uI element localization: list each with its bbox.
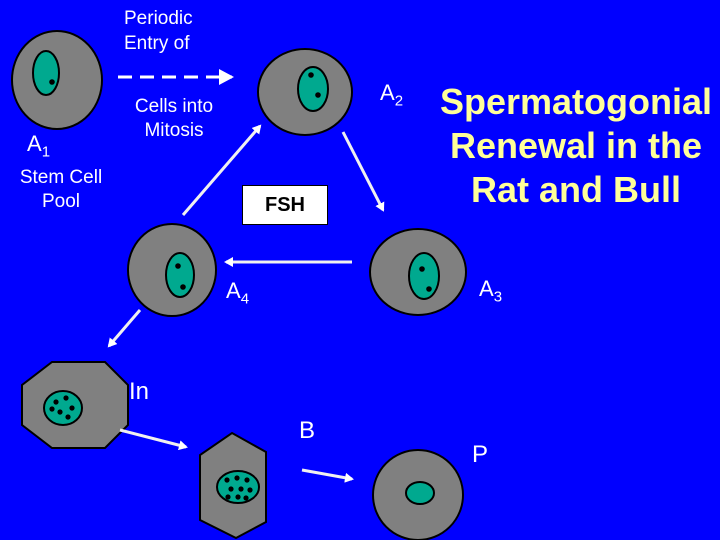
- p-cell: [372, 449, 464, 540]
- fsh-label: FSH: [265, 193, 305, 216]
- b-cell: [199, 431, 267, 540]
- in-nucleus: [43, 390, 83, 426]
- a4-cell: [127, 223, 217, 317]
- periodic-entry-arrowhead: [219, 69, 234, 85]
- arrow-in-to-b: [119, 428, 188, 451]
- a1-label: A1: [27, 131, 51, 161]
- in-label: In: [129, 378, 150, 405]
- p-nucleus: [405, 481, 435, 505]
- a3-cell: [369, 228, 467, 316]
- a3-nucleus: [408, 252, 440, 300]
- a2-label: A2: [380, 80, 404, 110]
- stem-cell-pool-line-2: Pool: [41, 191, 81, 212]
- a2-nucleus: [297, 66, 329, 112]
- in-cell: [21, 361, 129, 449]
- a1-nucleus: [32, 50, 60, 96]
- periodic-entry-line-1: Periodic: [124, 8, 193, 29]
- fsh-box: FSH: [242, 185, 328, 225]
- a3-label: A3: [479, 276, 503, 306]
- a4-label: A4: [226, 278, 250, 308]
- cells-into-mitosis-line-2: Mitosis: [144, 120, 204, 141]
- title-line-3: Rat and Bull: [470, 169, 681, 210]
- arrow-b-to-p: [301, 468, 354, 483]
- periodic-entry-label: Periodic Entry of: [124, 6, 193, 56]
- title-line-1: Spermatogonial: [439, 81, 713, 122]
- periodic-entry-line-2: Entry of: [124, 33, 190, 54]
- arrow-a4-to-in: [107, 309, 142, 348]
- a2-cell: [257, 48, 353, 136]
- page-title: Spermatogonial Renewal in the Rat and Bu…: [436, 80, 716, 212]
- p-label: P: [472, 441, 489, 468]
- a4-nucleus: [165, 252, 195, 298]
- cells-into-mitosis-line-1: Cells into: [134, 96, 214, 117]
- a1-cell: [11, 30, 103, 130]
- stem-cell-pool-label: Stem Cell Pool: [4, 166, 118, 214]
- b-label: B: [299, 417, 316, 444]
- title-line-2: Renewal in the: [449, 125, 703, 166]
- cells-into-mitosis-label: Cells into Mitosis: [118, 95, 230, 143]
- stem-cell-pool-line-1: Stem Cell: [19, 167, 103, 188]
- arrow-a2-to-a3: [341, 131, 385, 212]
- arrow-a4-to-a2: [181, 124, 262, 216]
